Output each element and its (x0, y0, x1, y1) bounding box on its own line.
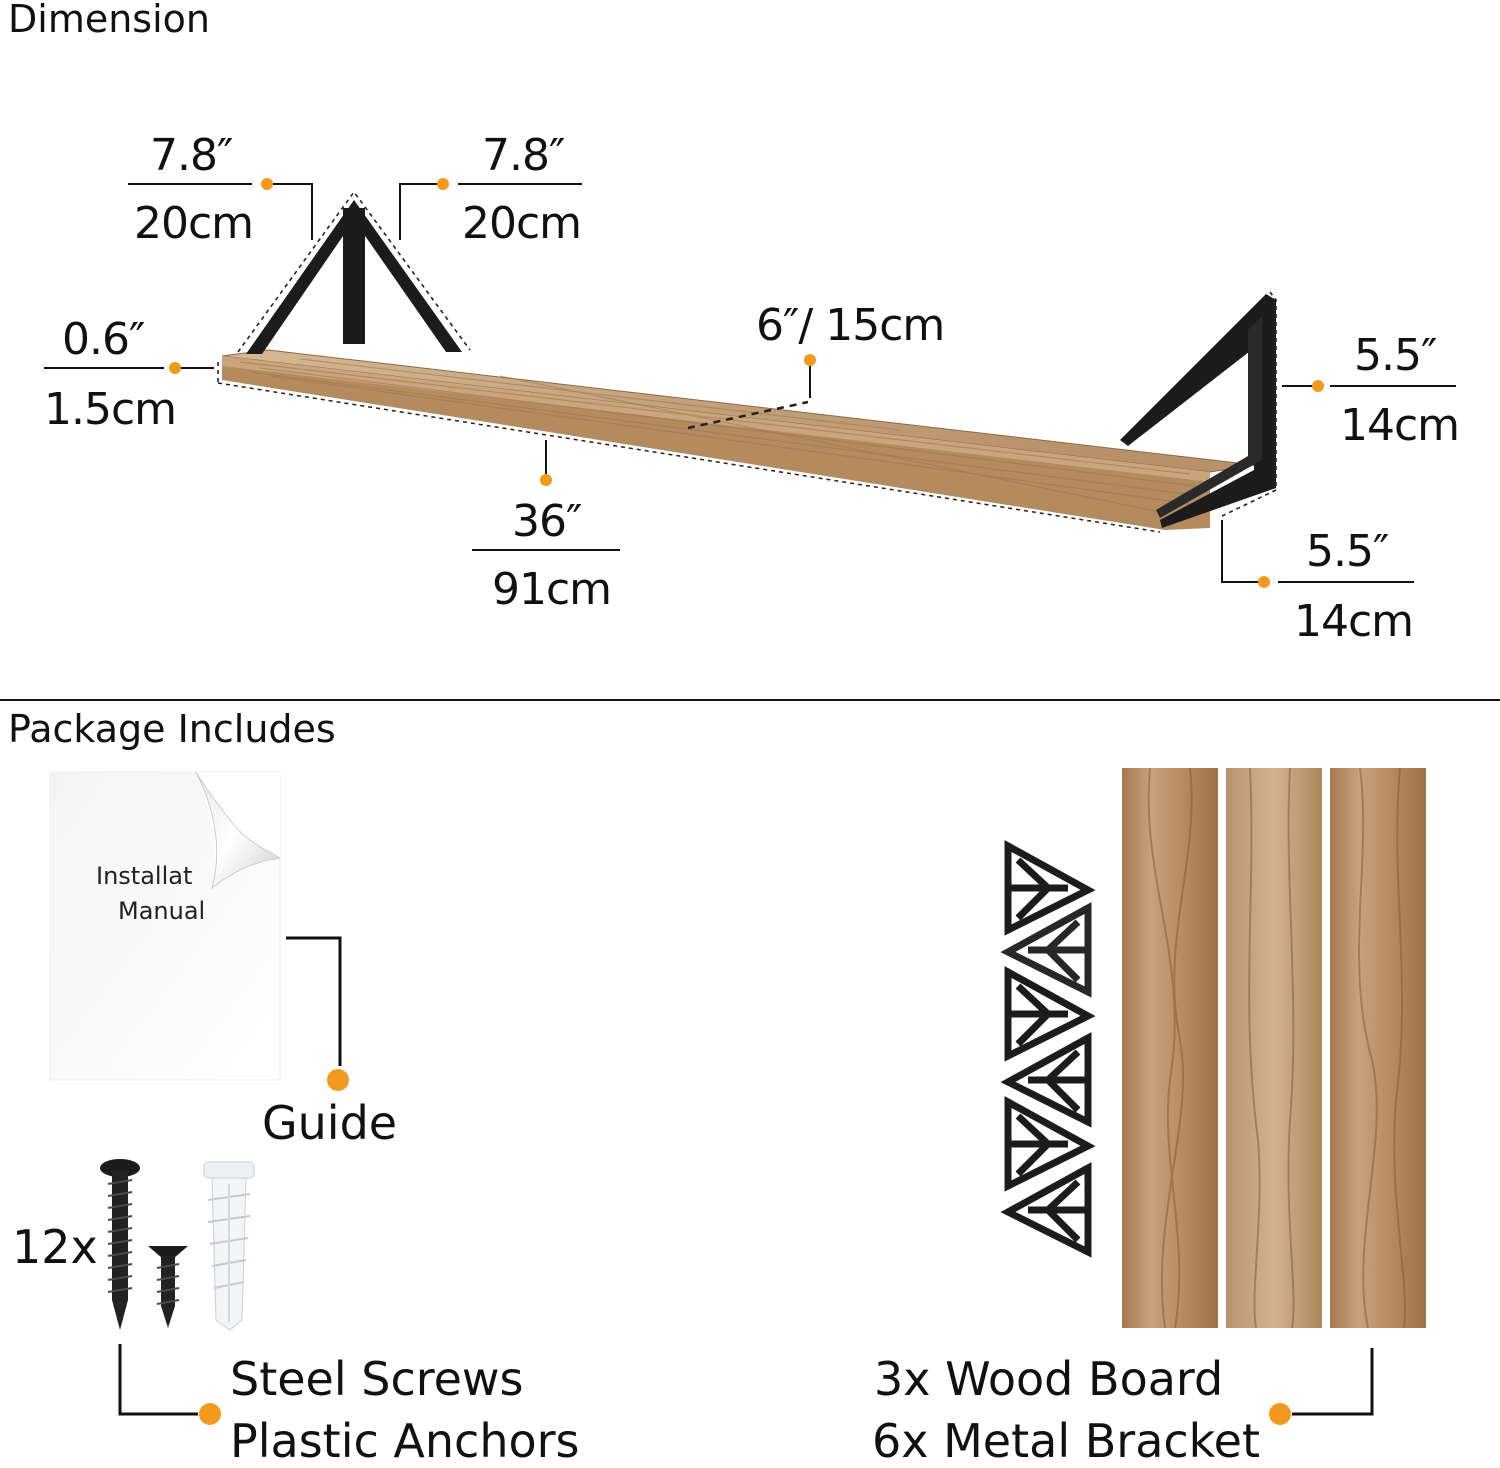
depth-label: 6″/ 15cm (756, 300, 945, 351)
boards-label: 3x Wood Board (874, 1352, 1224, 1406)
thickness-cm: 1.5cm (44, 384, 177, 435)
dimension-dots (169, 178, 1324, 588)
left-bracket-side-a-inch: 7.8″ (150, 130, 233, 181)
right-bracket-height-cm: 14cm (1340, 400, 1460, 451)
dimension-heading: Dimension (8, 0, 210, 41)
right-bracket (1120, 291, 1277, 528)
guide-leader (286, 936, 342, 1066)
wood-board-2 (1226, 768, 1322, 1328)
guide-label: Guide (262, 1096, 398, 1150)
screws-dot (199, 1403, 221, 1425)
screws-leader (118, 1344, 198, 1416)
wood-board-1 (1122, 768, 1218, 1328)
wood-board-3 (1330, 768, 1426, 1328)
long-screw-icon (100, 1159, 140, 1330)
left-bracket (237, 190, 471, 354)
boards-leader (1292, 1348, 1374, 1416)
boards-dot (1269, 1403, 1291, 1425)
length-cm: 91cm (492, 564, 612, 615)
short-screw-icon (148, 1246, 188, 1328)
screws-label: Steel Screws (230, 1352, 524, 1406)
left-bracket-side-a-cm: 20cm (134, 198, 254, 249)
package-heading: Package Includes (8, 707, 336, 751)
right-bracket-depth-cm: 14cm (1294, 596, 1414, 647)
shelf-front-edge (222, 356, 1210, 530)
bracket-stack-icon (1000, 840, 1096, 1258)
wood-boards-illustration (1122, 767, 1426, 1329)
left-bracket-side-b-cm: 20cm (462, 198, 582, 249)
shelf-illustration (217, 190, 1277, 533)
plastic-anchor-icon (203, 1161, 255, 1331)
guide-dot (327, 1069, 349, 1091)
left-bracket-side-b-inch: 7.8″ (482, 130, 565, 181)
screws-count: 12x (12, 1220, 98, 1274)
wood-grain (239, 358, 1206, 513)
dimension-leaders (44, 183, 1456, 583)
brackets-label: 6x Metal Bracket (872, 1414, 1261, 1468)
length-dashed-line (217, 382, 1161, 533)
manual-line-2: Manual (118, 897, 206, 925)
length-inch: 36″ (512, 496, 582, 547)
right-bracket-depth-inch: 5.5″ (1306, 526, 1389, 577)
thickness-inch: 0.6″ (62, 314, 145, 365)
right-bracket-height-inch: 5.5″ (1354, 330, 1437, 381)
anchors-label: Plastic Anchors (230, 1414, 580, 1468)
manual-line-1: Installat (96, 862, 193, 890)
manual-illustration (49, 771, 282, 1081)
